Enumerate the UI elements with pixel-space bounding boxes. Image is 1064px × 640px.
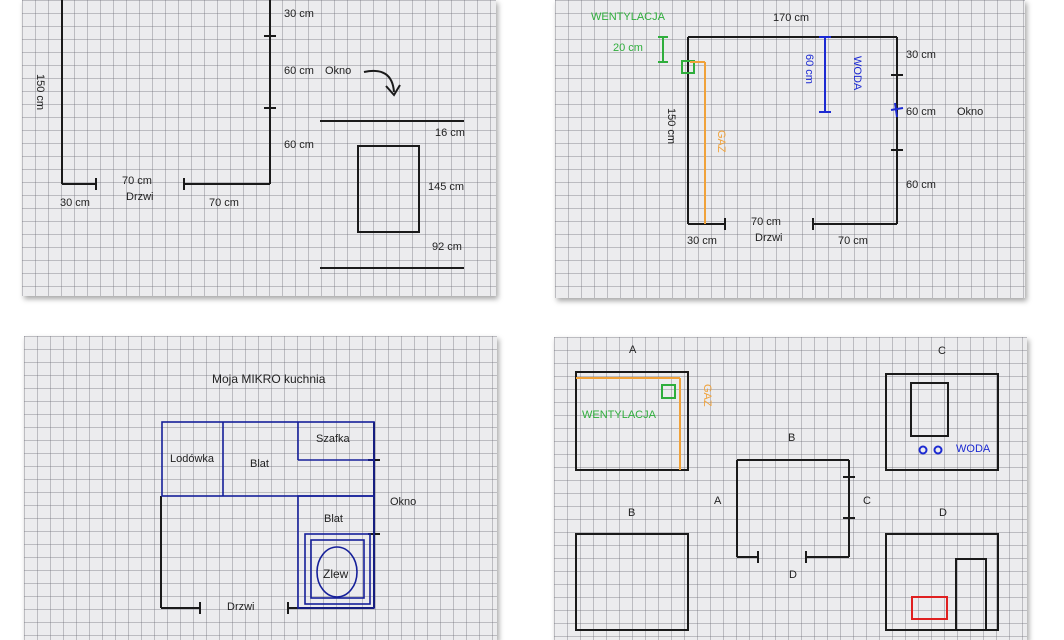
plan-a-label: A	[714, 495, 722, 507]
zlew-label: Zlew	[323, 567, 349, 581]
wall-views-sketch	[575, 371, 999, 631]
dim-150: 150 cm	[34, 74, 46, 111]
woda-label: WODA	[851, 56, 863, 91]
sheet-kitchen-layout: Moja MIKRO kuchnia Lodówka Blat Szafka O…	[24, 336, 497, 640]
dim-20: 20 cm	[613, 42, 643, 54]
dim-70-right: 70 cm	[209, 197, 239, 209]
wentylacja-label: WENTYLACJA	[591, 11, 665, 23]
dim-16: 16 cm	[435, 127, 465, 139]
blat-top-label: Blat	[250, 458, 269, 470]
plan-d-label: D	[789, 569, 797, 581]
okno-label: Okno	[390, 496, 417, 508]
okno-label: Okno	[957, 106, 984, 118]
dim-60-woda: 60 cm	[803, 54, 815, 84]
wall-c-top-label: C	[938, 345, 946, 357]
dim-92: 92 cm	[432, 241, 462, 253]
wentylacja-label: WENTYLACJA	[582, 409, 656, 421]
sheet-dimensions-sketch: 150 cm 30 cm 60 cm Okno 60 cm 16 cm 145 …	[22, 0, 496, 296]
dim-30-bottom: 30 cm	[687, 235, 717, 247]
gaz-label: GAZ	[701, 384, 713, 407]
plan-b-label: B	[788, 432, 796, 444]
wall-a-top-label: A	[629, 344, 637, 356]
dim-70-door: 70 cm	[122, 175, 152, 187]
dim-30-bottom: 30 cm	[60, 197, 90, 209]
dim-150: 150 cm	[665, 108, 677, 145]
kitchen-title: Moja MIKRO kuchnia	[212, 372, 326, 386]
dim-145: 145 cm	[428, 181, 465, 193]
dim-70-right: 70 cm	[838, 235, 868, 247]
dim-60-okno: 60 cm	[284, 65, 314, 77]
okno-label: Okno	[325, 65, 352, 77]
wall-b-label: B	[628, 507, 636, 519]
sheet-installations-sketch: WENTYLACJA 170 cm 20 cm 60 cm WODA 30 cm…	[555, 0, 1025, 298]
szafka-label: Szafka	[316, 433, 350, 445]
dim-170: 170 cm	[773, 12, 810, 24]
gaz-label: GAZ	[715, 130, 727, 153]
wall-d-label: D	[939, 507, 947, 519]
dim-30-top: 30 cm	[284, 8, 314, 20]
dim-60-lower: 60 cm	[284, 139, 314, 151]
dim-60-okno: 60 cm	[906, 106, 936, 118]
dim-70-door: 70 cm	[751, 216, 781, 228]
plan-c-label: C	[863, 495, 871, 507]
woda-label: WODA	[956, 443, 991, 455]
sheet-wall-views: A C GAZ WENTYLACJA WODA B A C D B D	[554, 337, 1027, 640]
drzwi-label: Drzwi	[126, 191, 154, 203]
drzwi-label: Drzwi	[755, 232, 783, 244]
blat-right-label: Blat	[324, 513, 343, 525]
room-outline-sketch	[61, 0, 464, 269]
dim-30: 30 cm	[906, 49, 936, 61]
drzwi-label: Drzwi	[227, 601, 255, 613]
dim-60-lower: 60 cm	[906, 179, 936, 191]
lodowka-label: Lodówka	[170, 453, 215, 465]
kitchen-layout-sketch	[160, 421, 380, 614]
room-installations-sketch	[658, 36, 904, 230]
